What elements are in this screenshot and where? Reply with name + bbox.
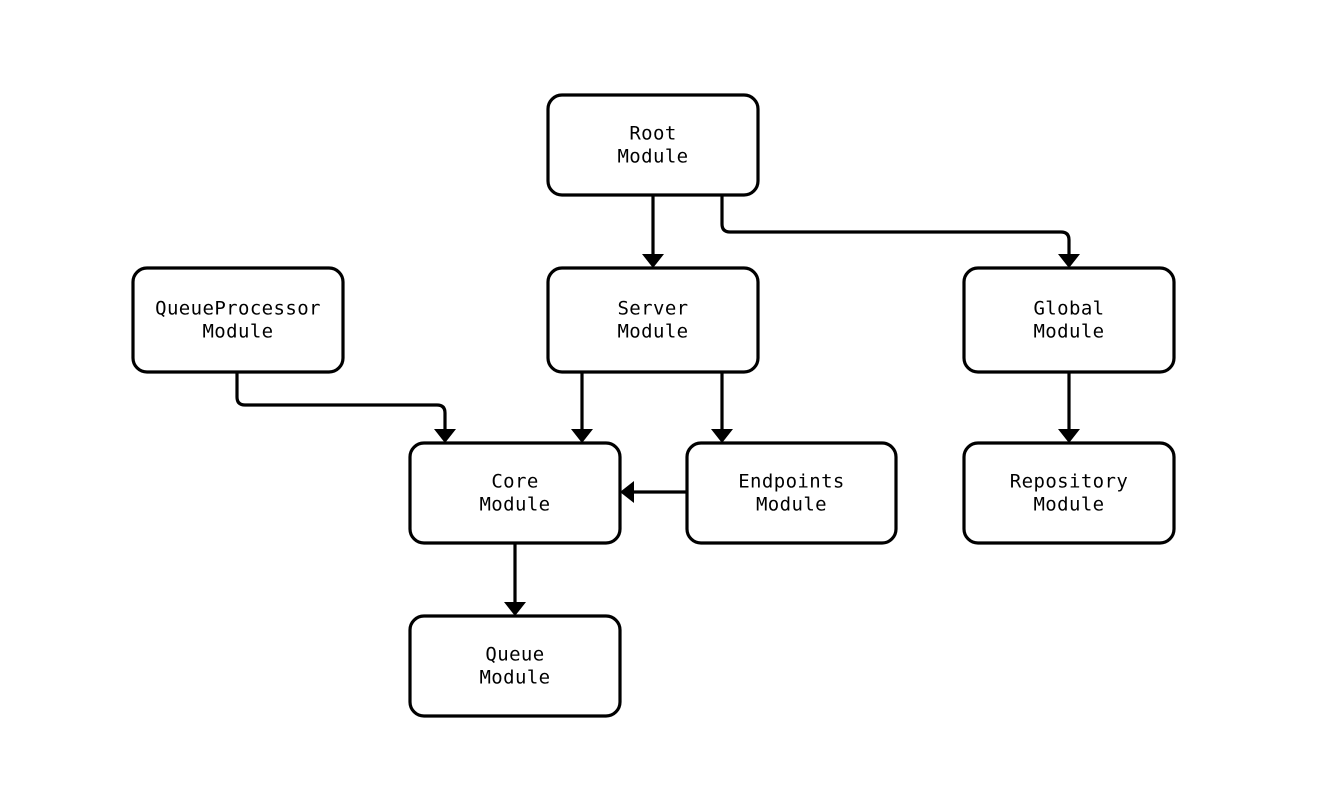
node-label-line2: Module	[1033, 494, 1104, 516]
edges-layer	[235, 195, 1080, 616]
edge-arrowhead	[642, 254, 664, 268]
node-shape[interactable]	[546, 93, 760, 197]
node-label-line1: Endpoints	[738, 471, 845, 493]
node-shape[interactable]	[962, 441, 1176, 545]
edge-server-to-endpoints	[711, 372, 733, 443]
node-shape[interactable]	[408, 441, 622, 545]
edge-arrowhead	[711, 429, 733, 443]
edge-root-to-server	[642, 195, 664, 268]
node-label-line2: Module	[617, 146, 688, 168]
node-shape[interactable]	[131, 266, 345, 374]
edge-arrowhead	[620, 481, 634, 503]
nodes-layer: RootModuleQueueProcessorModuleServerModu…	[131, 93, 1176, 718]
node-label-line1: Core	[491, 471, 538, 493]
node-label-line2: Module	[202, 321, 273, 343]
edge-arrowhead	[434, 429, 456, 443]
node-label-line1: Server	[617, 298, 688, 320]
edge-arrowhead	[1058, 254, 1080, 268]
edge-core-to-queue	[504, 543, 526, 616]
edge-endpoints-to-core	[620, 481, 687, 503]
node-label-line2: Module	[617, 321, 688, 343]
node-label-line1: Repository	[1010, 471, 1128, 493]
node-shape[interactable]	[546, 266, 760, 374]
node-label-line1: Queue	[485, 644, 544, 666]
edge-arrowhead	[504, 602, 526, 616]
node-label-line2: Module	[756, 494, 827, 516]
edge-line	[720, 195, 1071, 258]
node-shape[interactable]	[962, 266, 1176, 374]
edge-line	[235, 372, 447, 433]
node-label-line2: Module	[1033, 321, 1104, 343]
edge-arrowhead	[1058, 429, 1080, 443]
edge-server-to-core	[571, 372, 593, 443]
edge-queueprocessor-to-core	[235, 372, 456, 443]
edge-root-to-global	[720, 195, 1080, 268]
node-label-line2: Module	[479, 494, 550, 516]
edge-global-to-repository	[1058, 372, 1080, 443]
node-shape[interactable]	[685, 441, 898, 545]
node-label-line1: Root	[629, 123, 676, 145]
node-label-line1: Global	[1033, 298, 1104, 320]
edge-arrowhead	[571, 429, 593, 443]
node-label-line1: QueueProcessor	[155, 298, 321, 320]
node-label-line2: Module	[479, 667, 550, 689]
node-shape[interactable]	[408, 614, 622, 718]
